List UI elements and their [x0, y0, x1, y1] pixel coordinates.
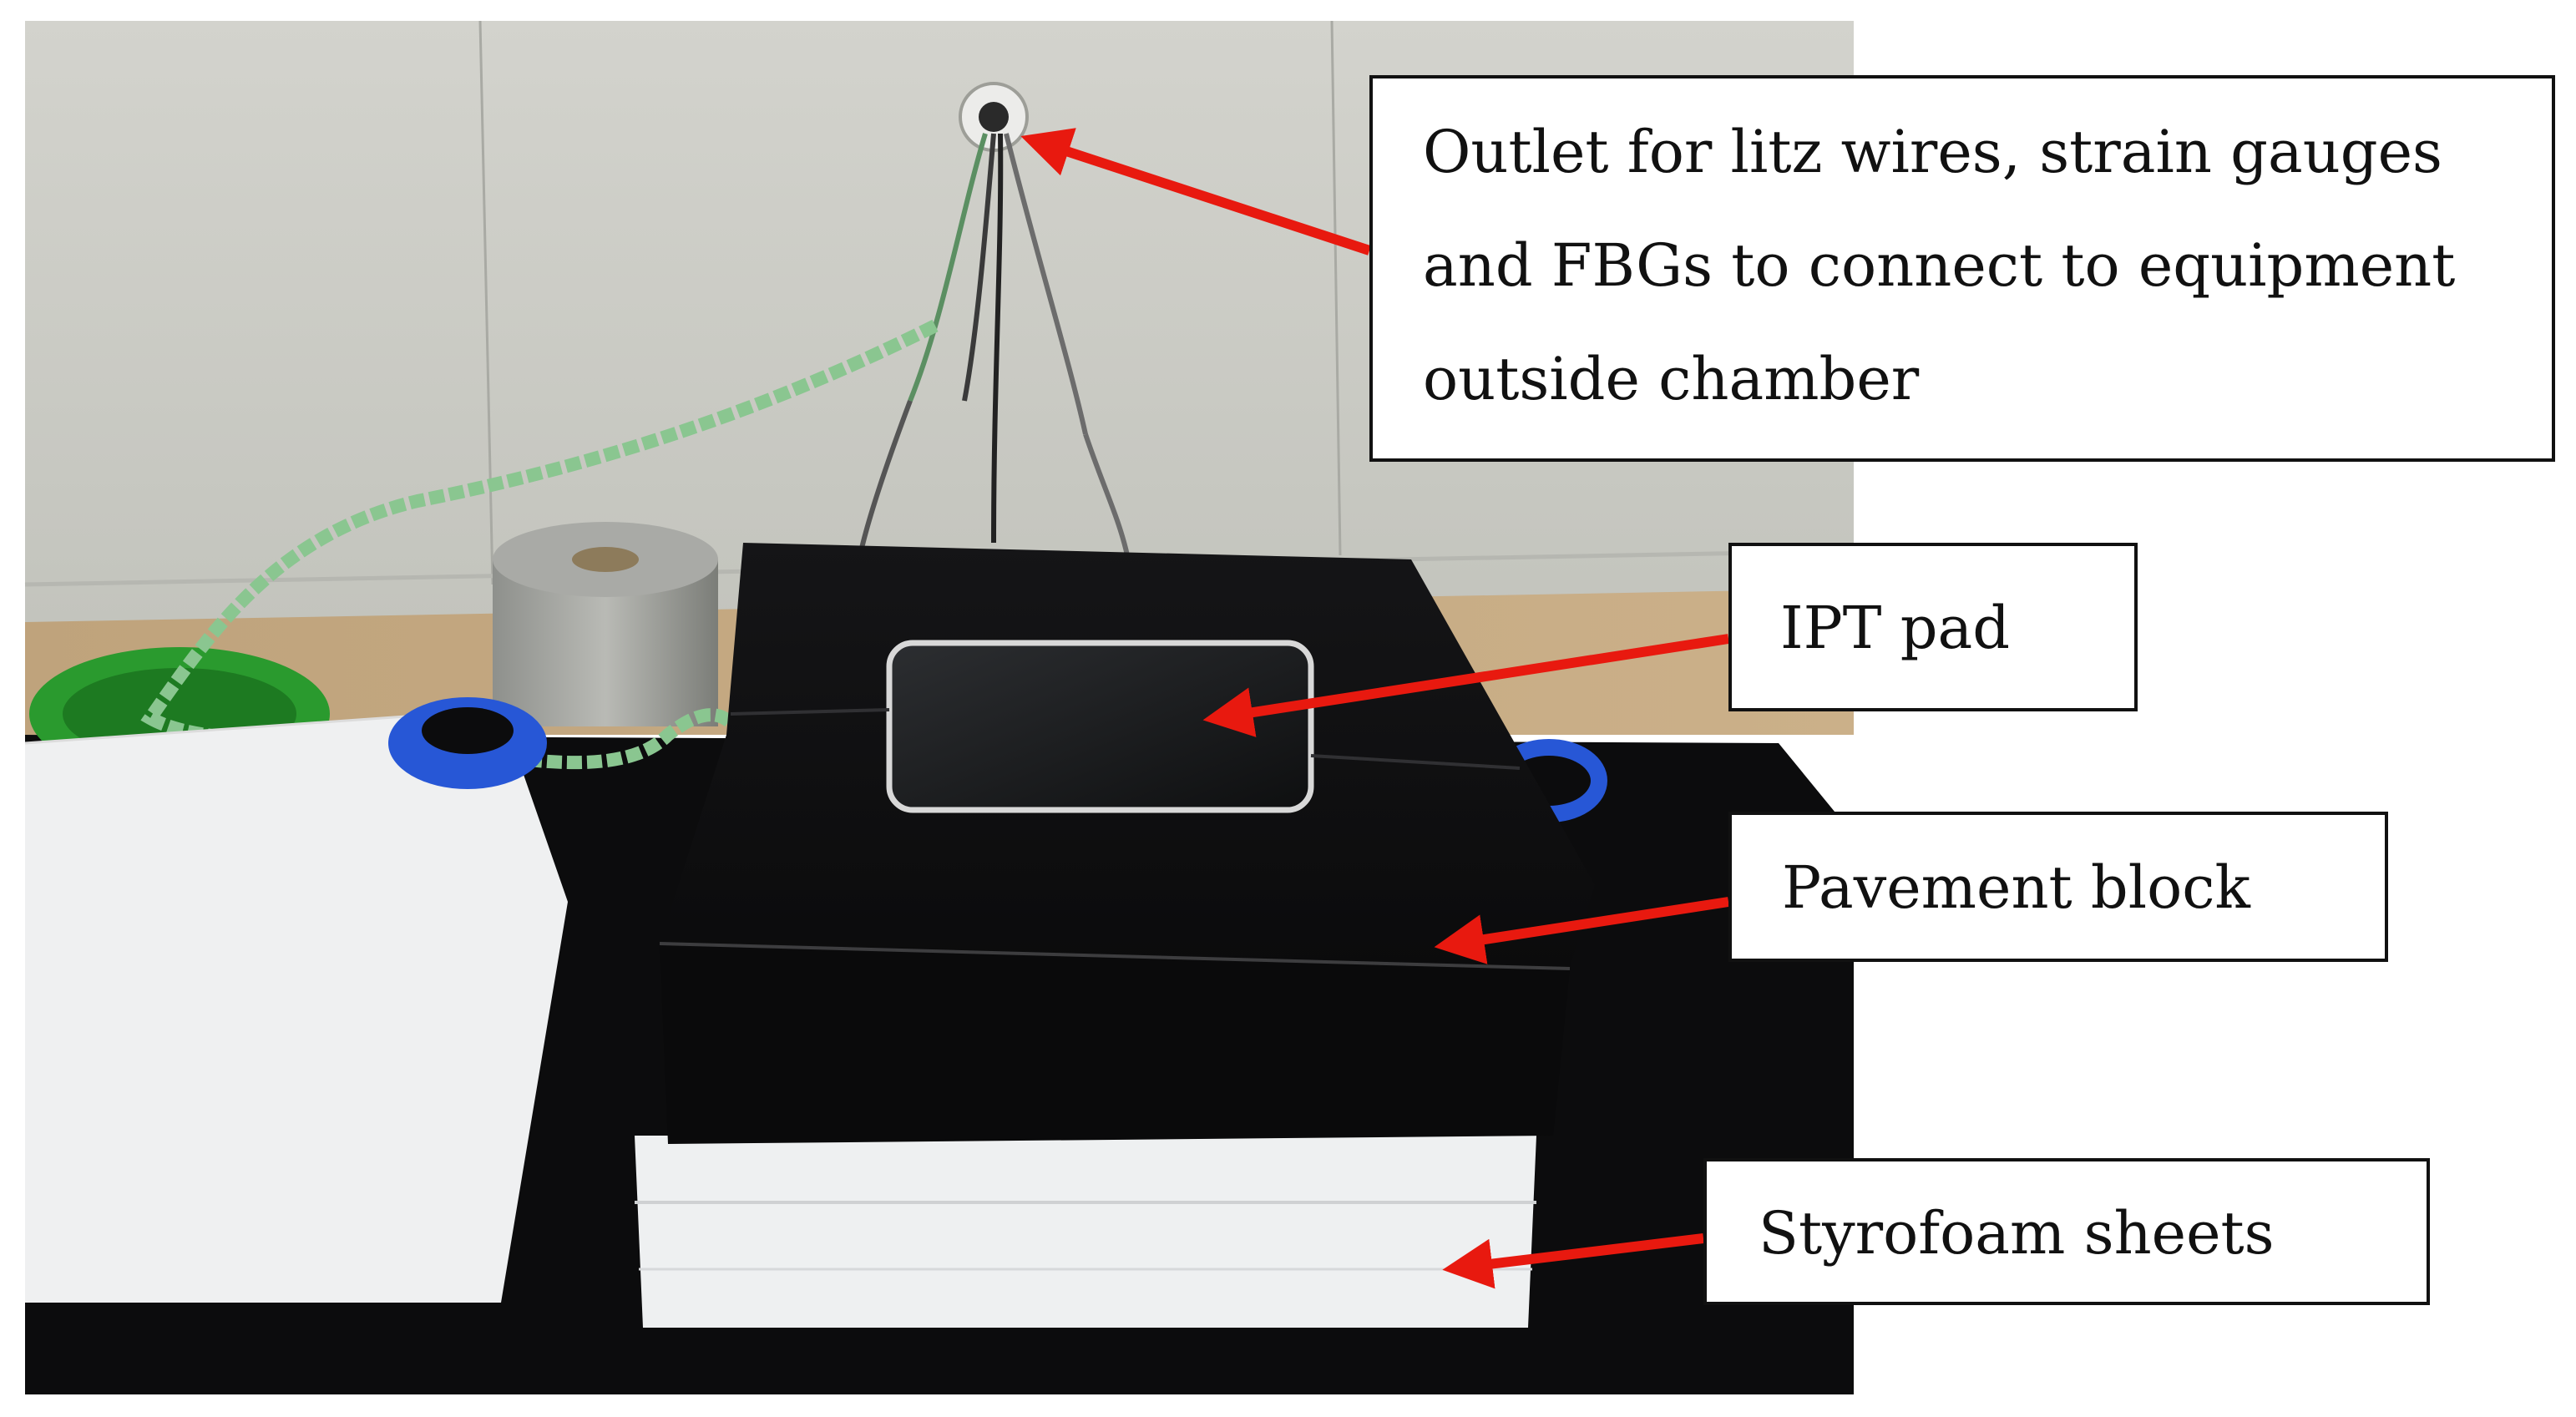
callout-outlet-line-3: outside chamber	[1423, 345, 1920, 413]
arrow-ipt-pad	[1202, 634, 1729, 737]
arrow-outlet	[1020, 128, 1371, 256]
callout-pavement-block: Pavement block	[1728, 812, 2388, 962]
arrows	[1020, 128, 1729, 1289]
pavement-block-side	[660, 944, 1570, 1144]
foam-slab-left	[25, 710, 568, 1303]
wire-bundle	[858, 133, 1130, 556]
arrow-pavement-block	[1434, 897, 1729, 964]
callout-outlet-line-2: and FBGs to connect to equipment	[1423, 231, 2456, 300]
callout-outlet: Outlet for litz wires, strain gauges and…	[1369, 75, 2555, 462]
callout-outlet-line-1: Outlet for litz wires, strain gauges	[1423, 118, 2442, 186]
callout-styrofoam: Styrofoam sheets	[1703, 1158, 2430, 1305]
green-litz-wire	[140, 319, 939, 770]
styrofoam-sheets	[635, 1136, 1536, 1328]
ipt-pad	[886, 640, 1314, 813]
callout-pavement-block-label: Pavement block	[1782, 853, 2250, 922]
callout-ipt-pad: IPT pad	[1728, 543, 2138, 711]
callout-styrofoam-label: Styrofoam sheets	[1759, 1199, 2275, 1268]
callout-ipt-pad-label: IPT pad	[1780, 594, 2011, 662]
arrow-styrofoam	[1442, 1233, 1704, 1289]
